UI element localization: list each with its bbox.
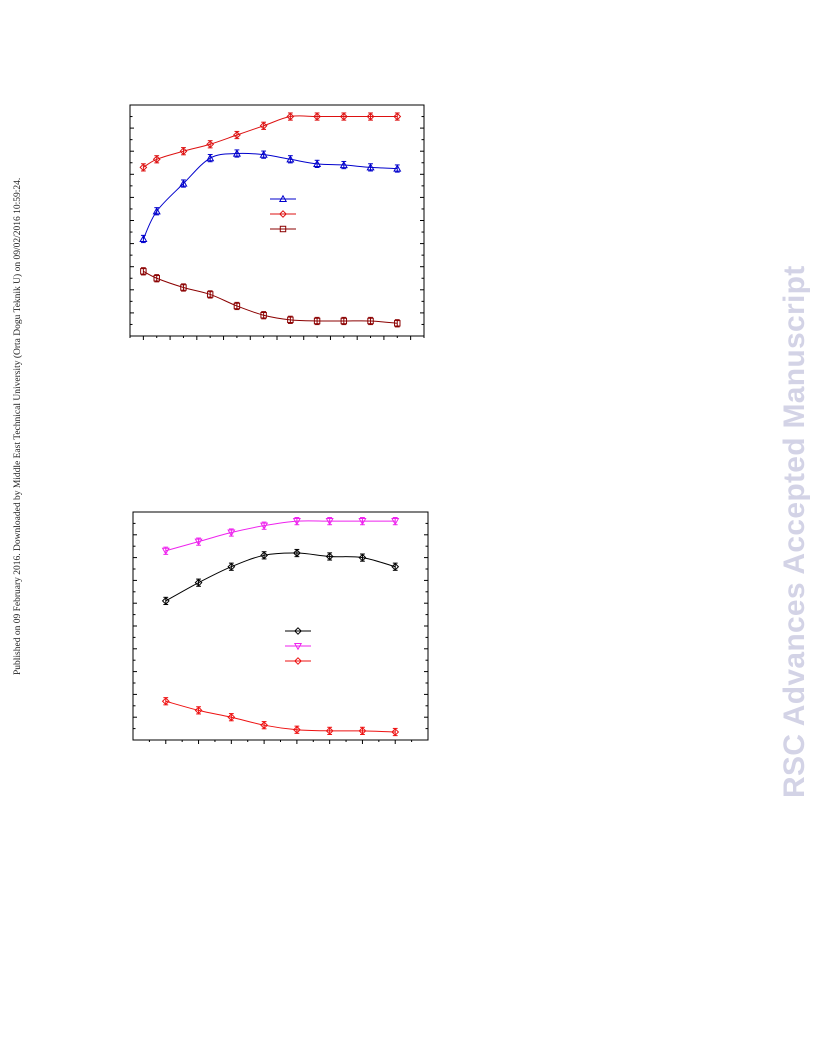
data-point xyxy=(206,291,214,298)
data-point xyxy=(292,725,301,734)
data-point xyxy=(339,112,348,121)
data-point xyxy=(152,155,161,164)
data-point xyxy=(286,155,295,163)
data-point xyxy=(179,147,188,156)
data-point xyxy=(152,207,161,215)
legend-entry xyxy=(270,194,296,203)
data-point xyxy=(292,549,301,557)
legend-entry xyxy=(285,627,311,635)
data-point xyxy=(313,317,321,325)
chart-2 xyxy=(132,511,429,744)
data-point xyxy=(287,316,294,324)
data-point xyxy=(278,194,288,203)
legend-entry xyxy=(285,642,311,651)
data-point xyxy=(325,726,334,735)
series-line xyxy=(165,520,396,552)
series-1 xyxy=(139,149,402,244)
series-3 xyxy=(140,267,401,328)
data-point xyxy=(161,547,170,555)
data-point xyxy=(394,320,401,327)
data-point xyxy=(366,112,375,121)
series-1 xyxy=(161,548,400,606)
data-point xyxy=(260,522,269,530)
data-point xyxy=(292,518,301,526)
data-point xyxy=(279,210,287,218)
series-line xyxy=(143,115,398,168)
data-point xyxy=(194,538,203,546)
data-point xyxy=(227,713,236,722)
data-point xyxy=(358,553,367,562)
data-point xyxy=(358,726,367,735)
data-point xyxy=(367,317,374,325)
data-point xyxy=(140,268,147,275)
data-point xyxy=(259,150,268,158)
legend-entry xyxy=(285,657,311,665)
data-point xyxy=(393,164,402,172)
series-line xyxy=(165,552,396,602)
data-point xyxy=(227,562,236,571)
data-point xyxy=(206,153,215,162)
data-point xyxy=(180,284,187,291)
data-point xyxy=(233,131,241,139)
data-point xyxy=(232,149,241,157)
data-point xyxy=(161,597,170,605)
series-2 xyxy=(161,517,400,555)
data-point xyxy=(139,163,148,172)
data-point xyxy=(259,121,268,130)
data-point xyxy=(325,552,334,561)
data-point xyxy=(391,728,400,736)
data-point xyxy=(194,578,203,587)
data-point xyxy=(366,163,375,171)
data-point xyxy=(194,706,203,715)
data-point xyxy=(293,642,303,651)
data-point xyxy=(294,627,302,635)
plot-frame xyxy=(132,511,429,741)
data-point xyxy=(339,160,348,169)
data-point xyxy=(139,234,148,243)
data-point xyxy=(179,179,188,187)
series-line xyxy=(142,152,398,240)
data-point xyxy=(358,518,367,526)
data-point xyxy=(260,551,269,560)
data-point xyxy=(393,112,402,121)
data-point xyxy=(260,721,269,730)
data-point xyxy=(279,225,287,233)
data-point xyxy=(161,697,170,706)
data-point xyxy=(325,518,334,526)
data-point xyxy=(340,317,348,325)
series-line xyxy=(143,270,398,324)
data-point xyxy=(313,112,321,121)
data-point xyxy=(206,140,215,149)
plot-frame xyxy=(129,104,425,337)
series-2 xyxy=(139,112,402,172)
chart-1 xyxy=(129,104,425,340)
series-3 xyxy=(161,697,400,737)
data-point xyxy=(260,311,267,319)
data-point xyxy=(286,112,295,121)
data-point xyxy=(294,657,302,665)
data-point xyxy=(233,302,241,310)
data-point xyxy=(391,518,400,526)
legend-entry xyxy=(270,225,296,233)
legend-entry xyxy=(270,210,296,218)
data-point xyxy=(227,529,236,537)
data-point xyxy=(153,275,160,282)
data-point xyxy=(313,159,322,167)
data-point xyxy=(391,562,400,571)
